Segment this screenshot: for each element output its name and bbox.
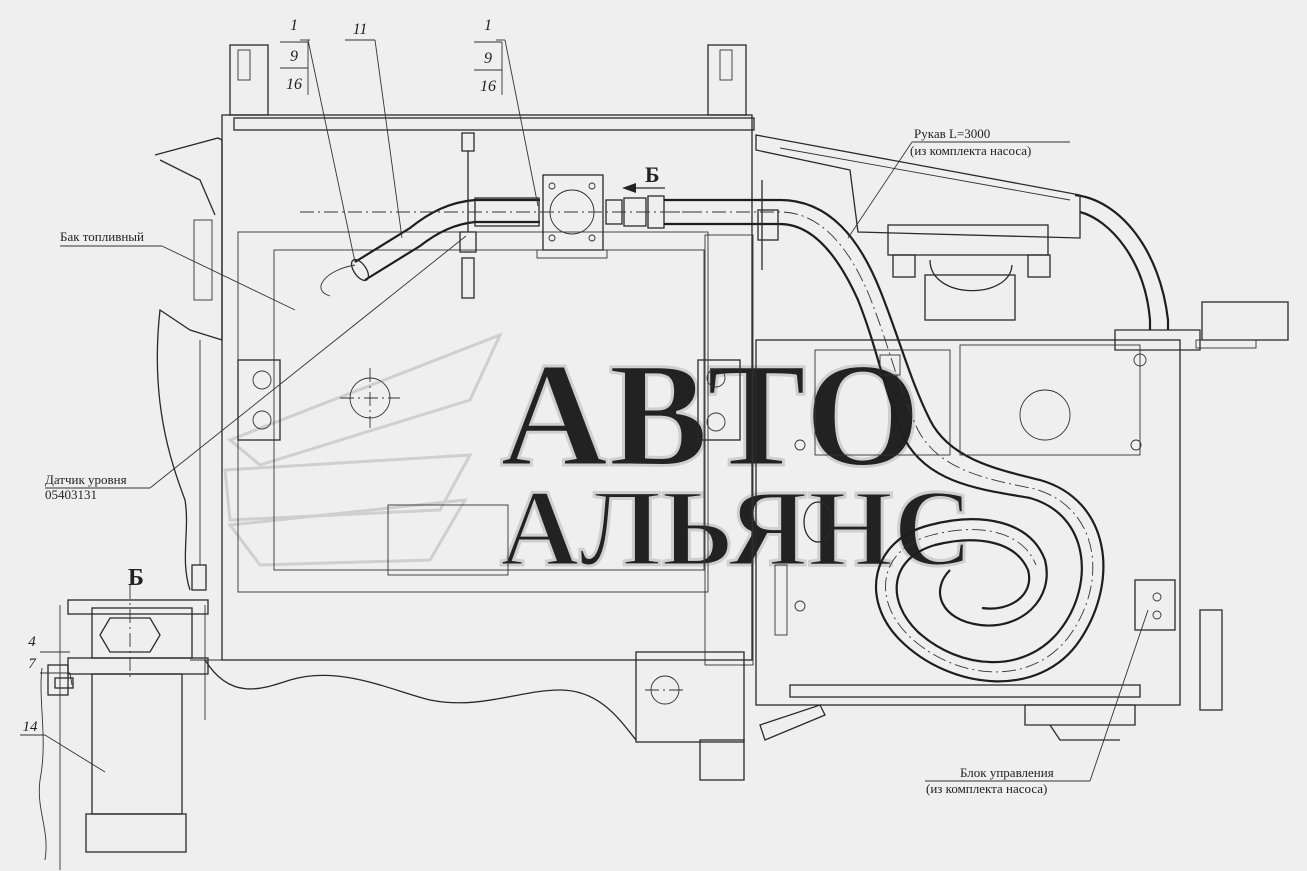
break-line (204, 659, 637, 741)
label-fuel-tank: Бак топливный (60, 229, 144, 244)
view-b-inset (38, 585, 209, 870)
callout-7: 7 (28, 656, 37, 672)
right-housing (755, 339, 1223, 741)
label-hose-note: (из комплекта насоса) (910, 143, 1031, 158)
label-hose: Рукав L=3000 (914, 126, 990, 141)
callout-4: 4 (28, 634, 36, 650)
label-level-sensor: Датчик уровня (45, 472, 127, 487)
callout-mid-1: 1 (484, 17, 492, 34)
callout-left-1: 1 (290, 17, 298, 34)
hose-L3000 (664, 193, 1170, 683)
view-b-title: Б (128, 565, 144, 591)
label-control-unit: Блок управления (960, 765, 1054, 780)
callout-mid-9: 9 (484, 50, 492, 67)
label-level-sensor-code: 05403131 (45, 487, 97, 502)
pump-assembly (755, 134, 1289, 367)
callout-left-9: 9 (290, 48, 298, 65)
callout-left-stack: 1 9 16 (280, 17, 309, 95)
callout-11: 11 (353, 21, 368, 38)
callout-left-16: 16 (286, 76, 302, 93)
label-control-unit-note: (из комплекта насоса) (926, 781, 1047, 796)
leader-lines (20, 39, 1149, 782)
callout-14: 14 (23, 719, 39, 735)
callout-mid-stack: 1 9 16 (474, 17, 503, 95)
callout-mid-16: 16 (480, 78, 496, 95)
cab-outline (154, 137, 223, 591)
watermark-logo: АВТО АЛЬЯНС (223, 331, 974, 591)
fuel-pipe (300, 132, 700, 299)
view-b-arrow-label: Б (645, 162, 660, 187)
